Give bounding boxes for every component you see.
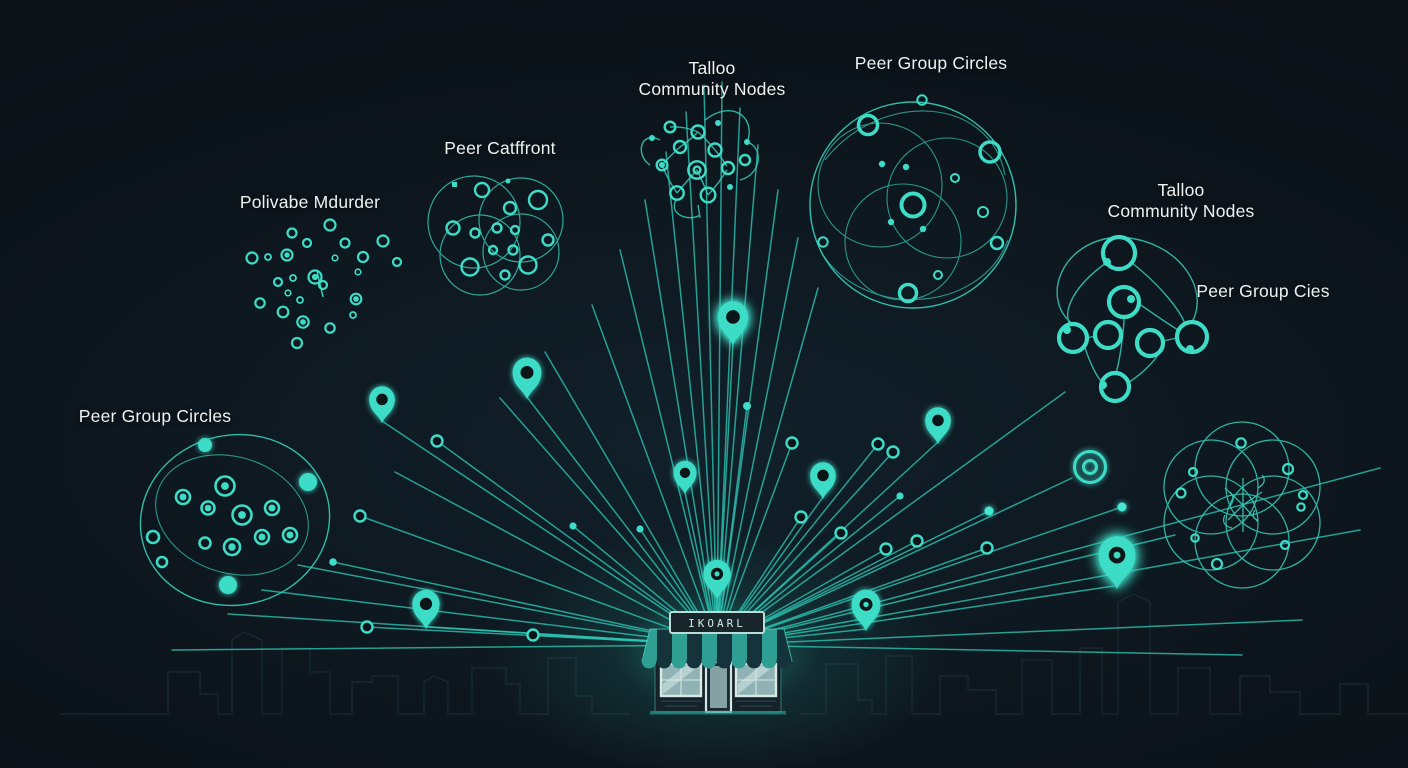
network-cluster-bold-rings: [1056, 234, 1210, 404]
map-pin-icon: [703, 559, 731, 599]
ray-endpoint-dots: [329, 402, 1127, 566]
label-top-right-orbital: Peer Group Circles: [854, 53, 1008, 73]
ray-endpoint-rings: [353, 434, 994, 642]
store-sign-text: IKOARL: [688, 617, 746, 630]
door-glass: [710, 666, 727, 708]
map-pin-icon: [925, 407, 951, 444]
label-top-community-nodes: Talloo Community Nodes: [639, 58, 786, 100]
map-pins: [369, 301, 1136, 631]
connection-rays: [171, 81, 1381, 656]
store-base: [650, 711, 786, 715]
store-awning: [641, 628, 793, 669]
label-left-orbital: Peer Group Circles: [78, 406, 232, 426]
map-pin-icon: [810, 462, 836, 499]
map-pin-icon: [851, 589, 881, 631]
brick-lines: [661, 700, 776, 707]
map-pin-icon: [512, 357, 542, 399]
network-cluster-venn: [427, 175, 564, 296]
target-rings-icon: [1073, 450, 1107, 484]
network-cluster-blob: [640, 110, 759, 219]
label-scatter-cluster: Polivabe Mdurder: [239, 192, 381, 212]
storefront-icon: IKOARL: [641, 611, 793, 715]
map-pin-icon: [673, 460, 697, 494]
map-pin-icon: [1098, 536, 1136, 589]
network-cluster-scatter: [245, 218, 403, 350]
awning-scallops: [641, 653, 792, 669]
store-sign: IKOARL: [669, 611, 765, 634]
label-line: Community Nodes: [638, 79, 786, 99]
label-venn-cluster: Peer Catffront: [444, 138, 556, 158]
network-cluster-flower: [1163, 421, 1321, 589]
map-pin-icon: [412, 589, 440, 629]
map-pin-icon: [717, 301, 749, 345]
map-pin-icon: [369, 386, 395, 423]
label-right-peer-group: Peer Group Cies: [1196, 281, 1330, 301]
label-line: Community Nodes: [1107, 201, 1255, 221]
network-cluster-orbital: [809, 94, 1017, 309]
network-cluster-left-orbital: [139, 433, 331, 607]
label-right-community-nodes: Talloo Community Nodes: [1108, 180, 1255, 222]
label-line: Talloo: [1157, 180, 1205, 200]
label-line: Talloo: [688, 58, 736, 78]
